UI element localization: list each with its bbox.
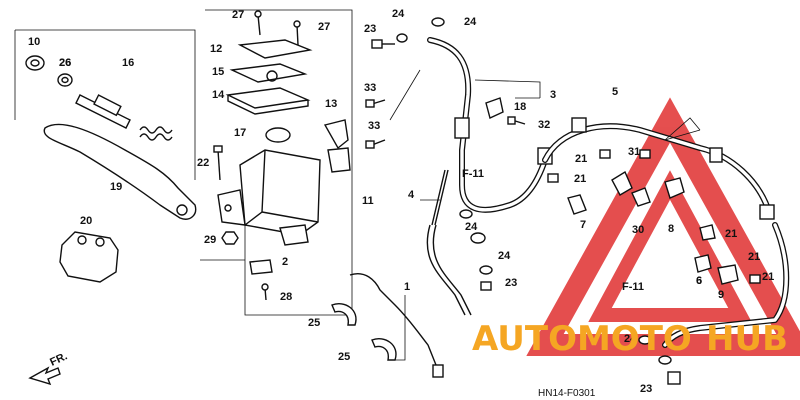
brake-hose-upper-icon [427,37,553,213]
watermark-logo [526,97,800,356]
callout-number: 22 [197,157,209,169]
callout-number: 6 [696,275,702,287]
callout-number: 19 [110,181,122,193]
banjo-bolt-icon [371,39,383,49]
callout-number: 9 [718,289,724,301]
callout-number: 26 [59,57,71,69]
callout-number: 20 [80,215,92,227]
seal-ring-icon [57,73,73,87]
callout-number: 23 [640,383,652,395]
watermark-text-red: AUTOMOTO [472,319,692,359]
front-direction-arrow-icon [28,366,61,386]
callout-number: 14 [212,89,225,101]
callout-number: 1 [404,281,410,293]
callout-number: 17 [234,127,246,139]
brake-hose-front-icon [426,224,472,316]
brake-switch-icon [59,231,119,283]
watermark-text-orange: HUB [706,319,788,359]
callout-number: 2 [282,256,288,268]
callout-number: 23 [505,277,517,289]
brake-pipe-icon [431,169,446,226]
callout-number: 8 [668,223,674,235]
callout-number: 11 [362,195,374,207]
callout-number: 27 [318,21,330,33]
callout-number: 6 [696,275,702,287]
callout-number: 33 [364,82,376,94]
reference-label: F-11 [462,168,484,180]
callout-number: 24 [392,8,405,20]
callout-number: 29 [204,234,216,246]
callout-number: 28 [280,291,292,303]
callout-number: 5 [612,86,618,98]
washer-icon [396,33,408,43]
holder-icon [323,119,349,150]
brake-lever-icon [43,123,197,220]
callout-number: 18 [514,101,526,113]
reference-label: F-11 [622,281,644,293]
callout-number: 7 [580,219,586,231]
screw-icon [257,14,261,36]
callout-number: 30 [632,224,644,236]
callout-number: 15 [212,66,224,78]
diagram-code: HN14-F0301 [538,388,596,399]
callout-number: 24 [465,221,478,233]
callout-number: 3 [550,89,556,101]
callout-number: 13 [325,98,337,110]
callout-number: 21 [574,173,586,185]
fitting-icons [547,149,761,285]
callout-number: 4 [408,189,415,201]
callout-number: 21 [762,271,774,283]
callout-number: 27 [232,9,244,21]
callout-number: 10 [28,36,40,48]
callout-number: 26 [59,57,71,69]
callout-number: 12 [210,43,222,55]
hose-clip-icon [331,303,357,326]
callout-number: 31 [628,146,640,158]
callout-number: 23 [364,23,376,35]
callout-number: 25 [308,317,320,329]
brake-hose-lower-icon [662,222,790,348]
callout-number: 21 [725,228,737,240]
master-cylinder-icon [217,149,321,246]
callout-number: 32 [538,119,550,131]
reservoir-cover-icon [225,39,313,115]
watermark-wordmark: AUTOMOTO HUB [472,319,788,359]
callout-number: 21 [748,251,760,263]
diaphragm-icon [265,127,291,143]
callout-number: 16 [122,57,134,69]
dust-boot-icon [25,55,45,71]
callout-number: 21 [575,153,587,165]
callout-number: 33 [368,120,380,132]
callout-number: 25 [338,351,350,363]
brake-hose-right-icon [542,117,775,220]
callout-number: 24 [464,16,477,28]
callout-number: 24 [624,333,637,345]
direction-label: FR. [48,350,69,368]
callout-number: 24 [498,250,511,262]
piston-set-icon [75,94,173,141]
